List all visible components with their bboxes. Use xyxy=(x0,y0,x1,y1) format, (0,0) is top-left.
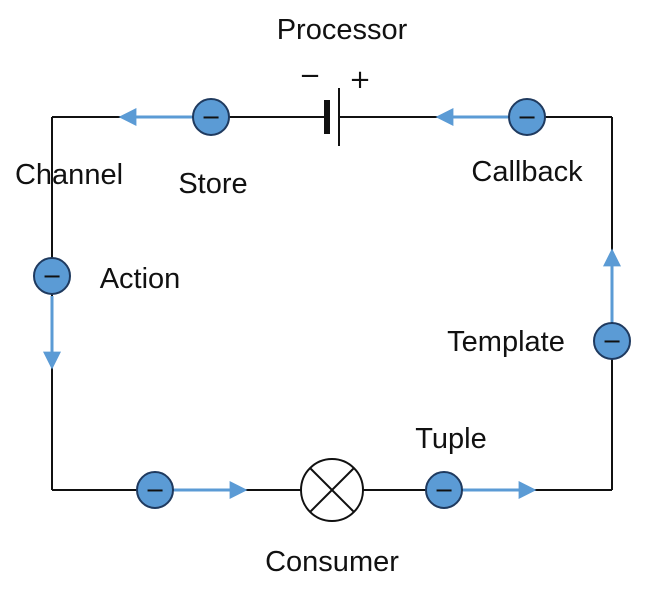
label-channel: Channel xyxy=(15,159,123,191)
electron-sign: − xyxy=(201,103,221,131)
electron-sign: − xyxy=(517,103,537,131)
battery-icon xyxy=(324,88,340,146)
electron-icon: − xyxy=(192,98,230,136)
label-template: Template xyxy=(447,326,565,358)
battery-negative-sign: − xyxy=(299,61,321,91)
electron-icon: − xyxy=(593,322,631,360)
electron-sign: − xyxy=(602,327,622,355)
label-consumer: Consumer xyxy=(265,546,399,578)
electron-icon: − xyxy=(33,257,71,295)
electron-icon: − xyxy=(508,98,546,136)
electron-icon: − xyxy=(136,471,174,509)
label-callback: Callback xyxy=(471,156,583,188)
electron-icon: − xyxy=(425,471,463,509)
label-store: Store xyxy=(178,168,247,200)
battery-positive-sign: + xyxy=(349,65,371,95)
electron-sign: − xyxy=(434,476,454,504)
label-tuple: Tuple xyxy=(415,423,486,455)
lamp-icon xyxy=(300,458,364,522)
electron-sign: − xyxy=(145,476,165,504)
label-action: Action xyxy=(100,263,181,295)
flow-arrows xyxy=(43,108,621,499)
label-processor: Processor xyxy=(277,14,408,46)
electron-sign: − xyxy=(42,262,62,290)
